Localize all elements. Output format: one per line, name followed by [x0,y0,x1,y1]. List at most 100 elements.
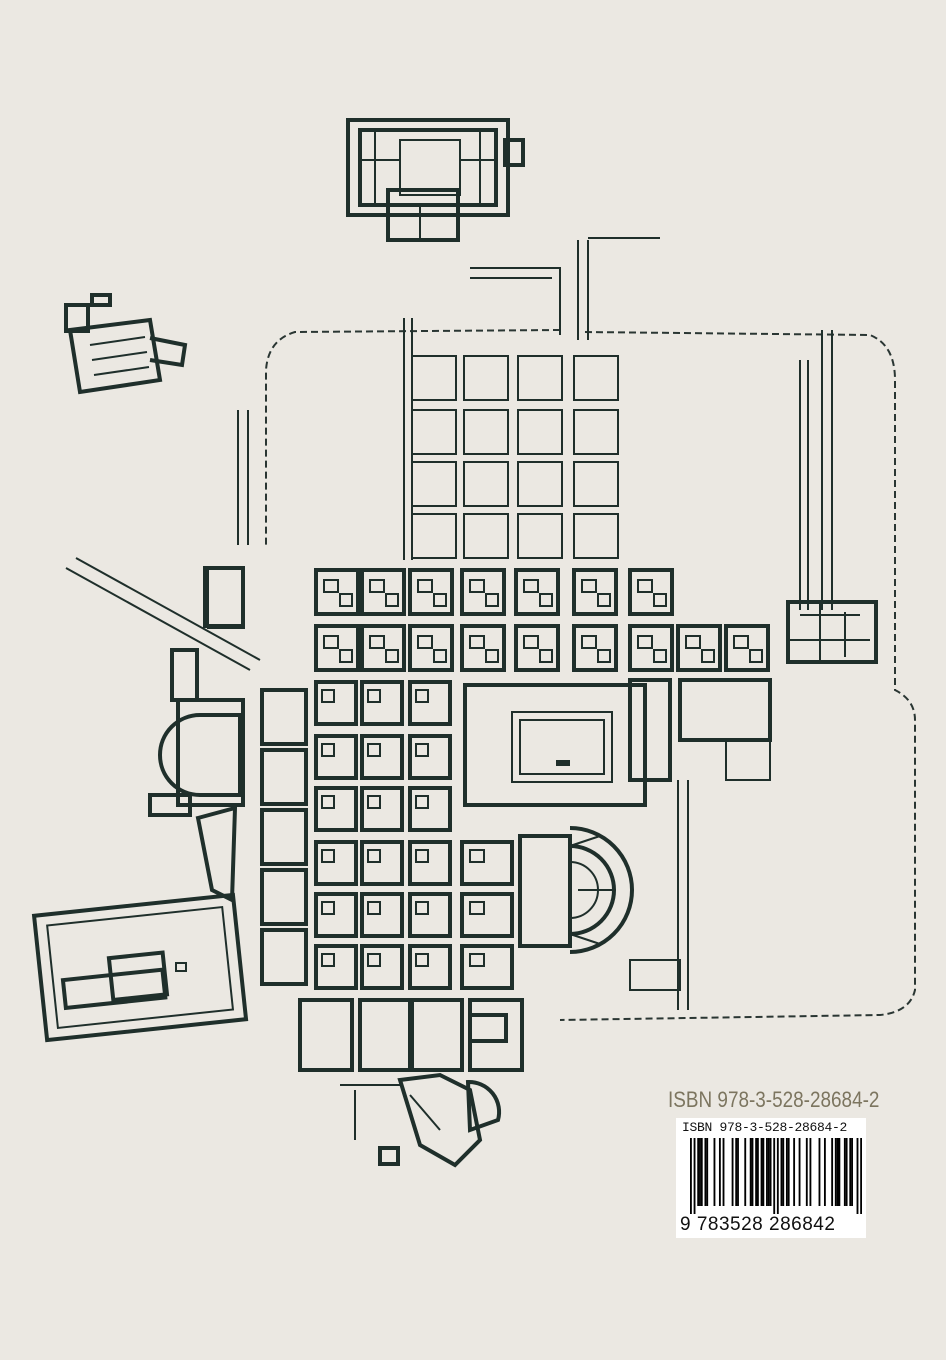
insula-block [408,944,452,990]
barcode-bar [838,1138,841,1206]
barcode-bar [749,1138,752,1206]
northwest-church [64,293,188,395]
insula-block [358,998,414,1072]
insula-block [408,786,452,832]
barcode-bar [766,1138,768,1206]
barcode-bar [860,1138,862,1214]
insula-block [514,568,560,616]
insula-block [539,593,553,607]
insula-block [360,892,404,938]
insula-block [260,808,308,866]
insula-block [676,624,722,672]
barcode-bar [690,1138,692,1214]
western-wedge [195,805,238,904]
insula-block [369,635,385,649]
barcode-bar [767,1138,770,1206]
insula-block [360,944,404,990]
insula-block [415,743,429,757]
barcode-digits: 9 783528 286842 [680,1214,836,1235]
insula-block [367,901,381,915]
insula-block [573,513,619,559]
barcode-bar [851,1138,853,1206]
north-palace [346,118,525,242]
barcode-bar [722,1138,725,1206]
insula-block [408,624,454,672]
insula-block [463,409,509,455]
insula-block [360,786,404,832]
barcode [690,1138,862,1214]
approach-roads [65,237,833,1010]
insula-block [469,901,485,915]
insula-block [314,734,358,780]
insula-block [572,568,618,616]
insula-block [321,901,335,915]
barcode-bar [731,1138,734,1206]
insula-block [463,355,509,401]
insula-block [678,678,772,742]
insula-block [260,928,308,986]
insula-block [460,568,506,616]
insula-block [463,513,509,559]
insula-block [360,734,404,780]
barcode-bar [843,1138,846,1206]
insula-block [460,944,514,990]
insula-block [581,579,597,593]
insula-block [339,649,353,663]
barcode-bar [769,1138,772,1206]
insula-block [573,461,619,507]
insula-block [469,849,485,863]
barcode-bar [798,1138,801,1206]
insula-block [314,680,358,726]
barcode-bar [713,1138,716,1206]
southern-insulae [207,567,772,1072]
insula-block [417,635,433,649]
insula-block [314,624,360,672]
northern-insulae [411,355,619,559]
insula-block [314,840,358,886]
barcode-bar [849,1138,852,1206]
barcode-bar [755,1138,758,1206]
insula-block [314,568,360,616]
insula-block [523,635,539,649]
insula-block [385,649,399,663]
insula-block [415,795,429,809]
insula-block [469,953,485,967]
barcode-bar [751,1138,754,1206]
barcode-bar [700,1138,703,1206]
insula-block [323,635,339,649]
forum [463,683,647,807]
barcode-bar [793,1138,796,1206]
insula-block [637,579,653,593]
insula-block [485,649,499,663]
barcode-bar [780,1138,783,1206]
insula-block [207,567,245,629]
barcode-bar [699,1138,701,1206]
insula-block [517,409,563,455]
insula-block [628,678,672,782]
barcode-bar [706,1138,709,1206]
barcode-bar [735,1138,738,1206]
insula-block [321,689,335,703]
barcode-bar [805,1138,808,1206]
insula-block [314,786,358,832]
insula-block [581,635,597,649]
southern-baths [340,1072,502,1168]
insula-block [408,734,452,780]
barcode-bar [831,1138,834,1206]
barcode-bar [834,1138,837,1206]
insula-block [415,849,429,863]
insula-block [415,689,429,703]
insula-block [597,649,611,663]
insula-block [685,635,701,649]
barcode-bar [773,1138,776,1214]
barcode-bar [704,1138,707,1206]
insula-block [628,568,674,616]
insula-block [321,743,335,757]
insula-block [468,1013,508,1043]
insula-block [460,624,506,672]
insula-block [417,579,433,593]
insula-block [260,688,308,746]
insula-block [460,892,514,938]
insula-block [749,649,763,663]
